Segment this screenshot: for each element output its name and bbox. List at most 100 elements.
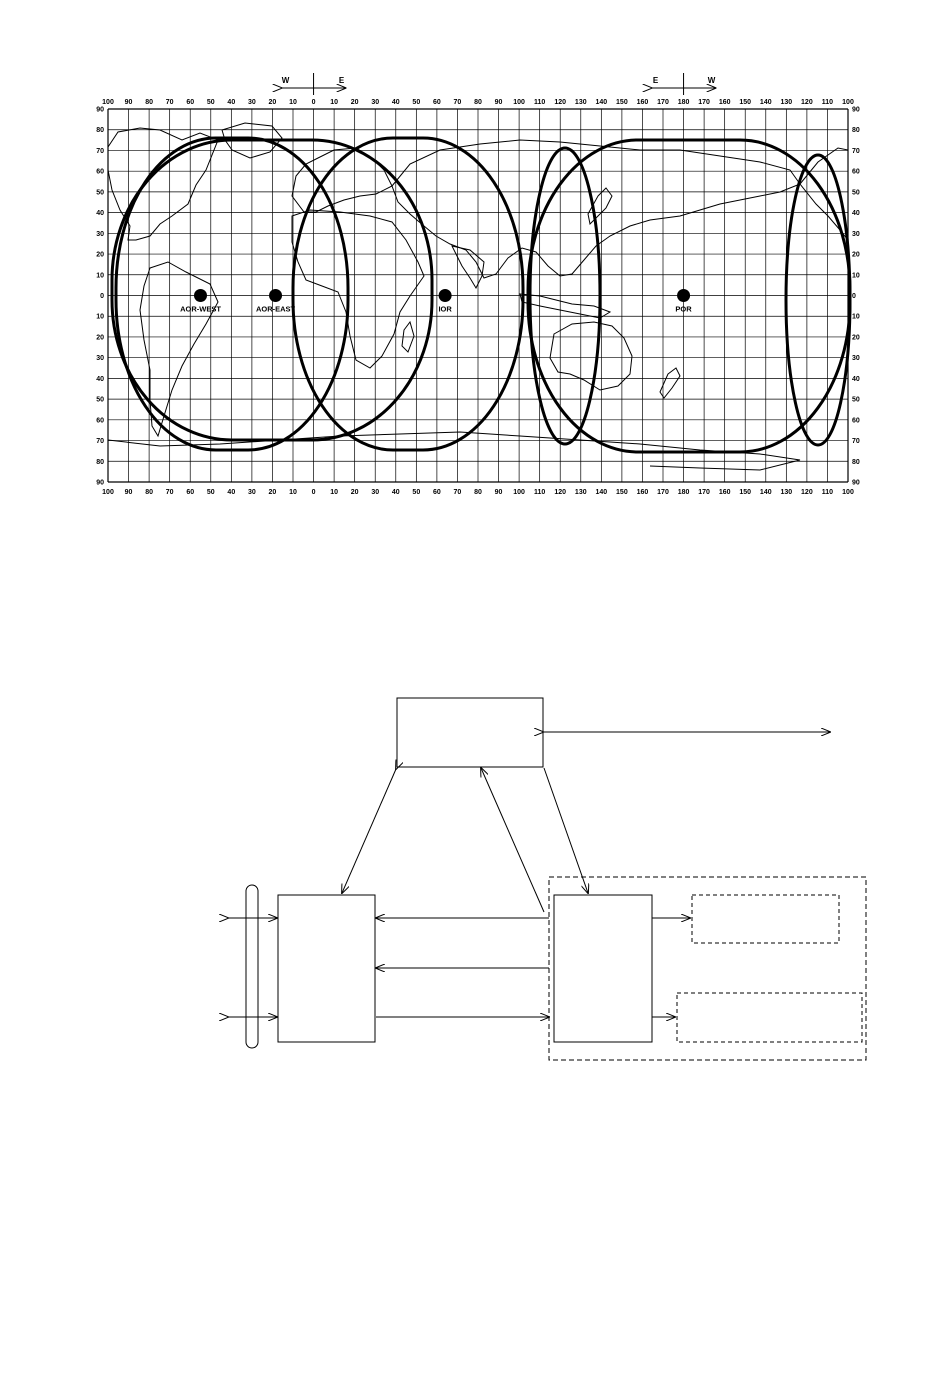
latitude-label: 50 (852, 189, 860, 196)
longitude-label: 150 (739, 489, 751, 496)
longitude-label: 140 (595, 489, 607, 496)
longitude-label: 130 (575, 489, 587, 496)
latitude-label: 30 (852, 355, 860, 362)
longitude-label: 100 (842, 99, 854, 106)
longitude-label: 20 (269, 99, 277, 106)
top-left-bidirectional-arrow (342, 769, 396, 893)
indonesia-outline (519, 293, 612, 319)
longitude-label: 170 (657, 99, 669, 106)
india-outline (451, 245, 485, 290)
latitude-label: 10 (96, 272, 104, 279)
longitude-label: 100 (102, 99, 114, 106)
longitude-label: 130 (780, 489, 792, 496)
longitude-label: 90 (495, 99, 503, 106)
longitude-label: 170 (698, 99, 710, 106)
longitude-label: 30 (248, 99, 256, 106)
longitude-label: 10 (330, 99, 338, 106)
aor-far-footprint (784, 153, 852, 447)
europe-outline (291, 147, 393, 213)
longitude-label: 140 (595, 99, 607, 106)
longitude-label: 30 (371, 489, 379, 496)
coverage-footprints (110, 136, 852, 454)
longitude-label: 100 (842, 489, 854, 496)
longitude-label: 170 (698, 489, 710, 496)
longitude-label: 160 (719, 99, 731, 106)
direction-right-label: W (708, 76, 716, 85)
left-box (277, 894, 376, 1043)
africa-outline (291, 209, 425, 369)
latitude-label: 60 (852, 169, 860, 176)
longitude-label: 180 (678, 489, 690, 496)
latitude-label: 0 (852, 293, 856, 300)
latitude-label: 80 (852, 127, 860, 134)
latitude-label: 60 (852, 417, 860, 424)
longitude-label: 10 (330, 489, 338, 496)
longitude-label: 30 (371, 99, 379, 106)
latitude-label: 60 (96, 417, 104, 424)
latitude-label: 40 (852, 210, 860, 217)
longitude-label: 20 (351, 489, 359, 496)
longitude-label: 120 (801, 489, 813, 496)
latitude-label: 20 (852, 334, 860, 341)
satellite-dot-aor-west (194, 289, 207, 302)
longitude-label: 100 (102, 489, 114, 496)
longitude-label: 120 (554, 489, 566, 496)
longitude-label: 50 (207, 489, 215, 496)
dashed-group (548, 876, 867, 1061)
latitude-label: 10 (96, 314, 104, 321)
longitude-label: 150 (616, 489, 628, 496)
longitude-label: 110 (534, 489, 545, 496)
ior-footprint (110, 138, 434, 442)
satellite-dot-por (677, 289, 691, 302)
latitude-label: 90 (96, 107, 104, 114)
longitude-label: 40 (227, 489, 235, 496)
latitude-label: 50 (96, 397, 104, 404)
longitude-label: 100 (513, 99, 525, 106)
direction-right-label: E (339, 76, 345, 85)
dashed-box-lower (676, 992, 863, 1043)
longitude-label: 0 (312, 489, 316, 496)
longitude-label: 0 (312, 99, 316, 106)
middle-box (553, 894, 653, 1043)
top-box (396, 697, 544, 768)
satellite-label-aor-east: AOR-EAST (256, 305, 296, 314)
greenland-outline (221, 122, 283, 159)
longitude-label: 110 (822, 99, 833, 106)
new-zealand-outline (659, 367, 681, 399)
longitude-label: 50 (207, 99, 215, 106)
satellite-dot-ior (438, 289, 452, 302)
north-america-outline (107, 127, 219, 241)
japan-outline (587, 187, 613, 226)
longitude-label: 40 (392, 489, 400, 496)
longitude-label: 40 (227, 99, 235, 106)
longitude-label: 160 (637, 489, 649, 496)
longitude-label: 180 (678, 99, 690, 106)
longitude-label: 110 (822, 489, 833, 496)
australia-outline (549, 321, 633, 391)
latitude-label: 70 (96, 438, 104, 445)
south-america-outline (139, 261, 219, 438)
aor-east-footprint (291, 136, 525, 452)
latitude-label: 10 (852, 272, 860, 279)
latitude-label: 70 (96, 148, 104, 155)
longitude-label: 100 (513, 489, 525, 496)
satellite-dot-aor-east (269, 289, 283, 302)
asia-outline (391, 139, 801, 279)
latitude-label: 30 (96, 231, 104, 238)
longitude-label: 80 (474, 489, 482, 496)
longitude-label: 70 (454, 99, 462, 106)
longitude-label: 140 (760, 489, 772, 496)
latitude-label: 80 (96, 459, 104, 466)
longitude-label: 130 (780, 99, 792, 106)
longitude-label: 160 (719, 489, 731, 496)
latitude-label: 70 (852, 148, 860, 155)
longitude-label: 130 (575, 99, 587, 106)
longitude-label: 160 (637, 99, 649, 106)
latitude-label: 70 (852, 438, 860, 445)
longitude-label: 90 (125, 489, 133, 496)
